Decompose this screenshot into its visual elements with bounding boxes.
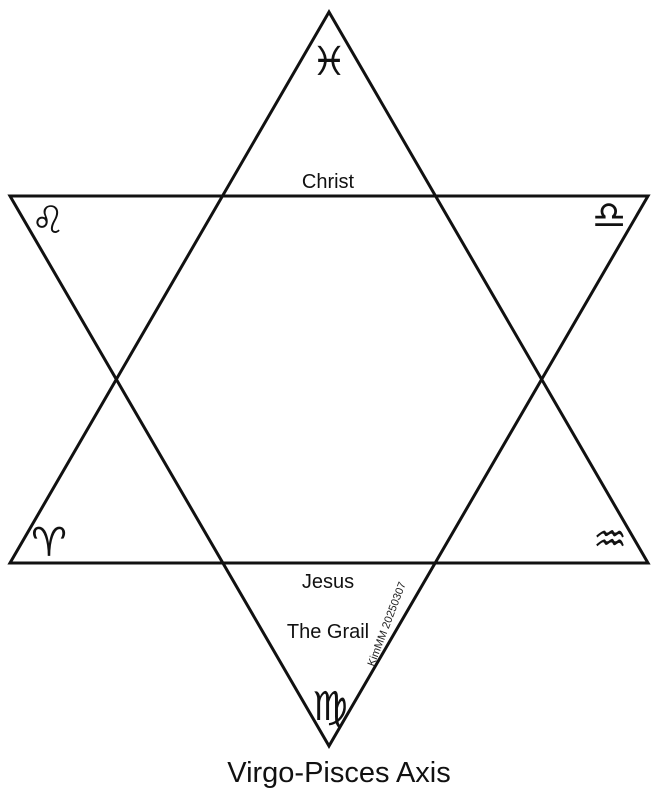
aquarius-icon: ♒︎ [593, 517, 627, 561]
christ-label: Christ [302, 171, 355, 193]
upward-triangle [7, 9, 651, 565]
diagram-title: Virgo-Pisces Axis [227, 757, 451, 789]
aries-icon: ♈︎ [31, 520, 67, 566]
pisces-icon: ♓︎ [311, 39, 347, 85]
virgo-icon: ♍︎ [312, 684, 348, 730]
author-signature: KimMM 20250307 [366, 580, 409, 668]
leo-icon: ♌︎ [31, 198, 65, 242]
grail-label: The Grail [287, 621, 369, 643]
downward-triangle [7, 194, 651, 749]
jesus-label: Jesus [302, 571, 354, 593]
libra-icon: ♎︎ [592, 193, 626, 237]
